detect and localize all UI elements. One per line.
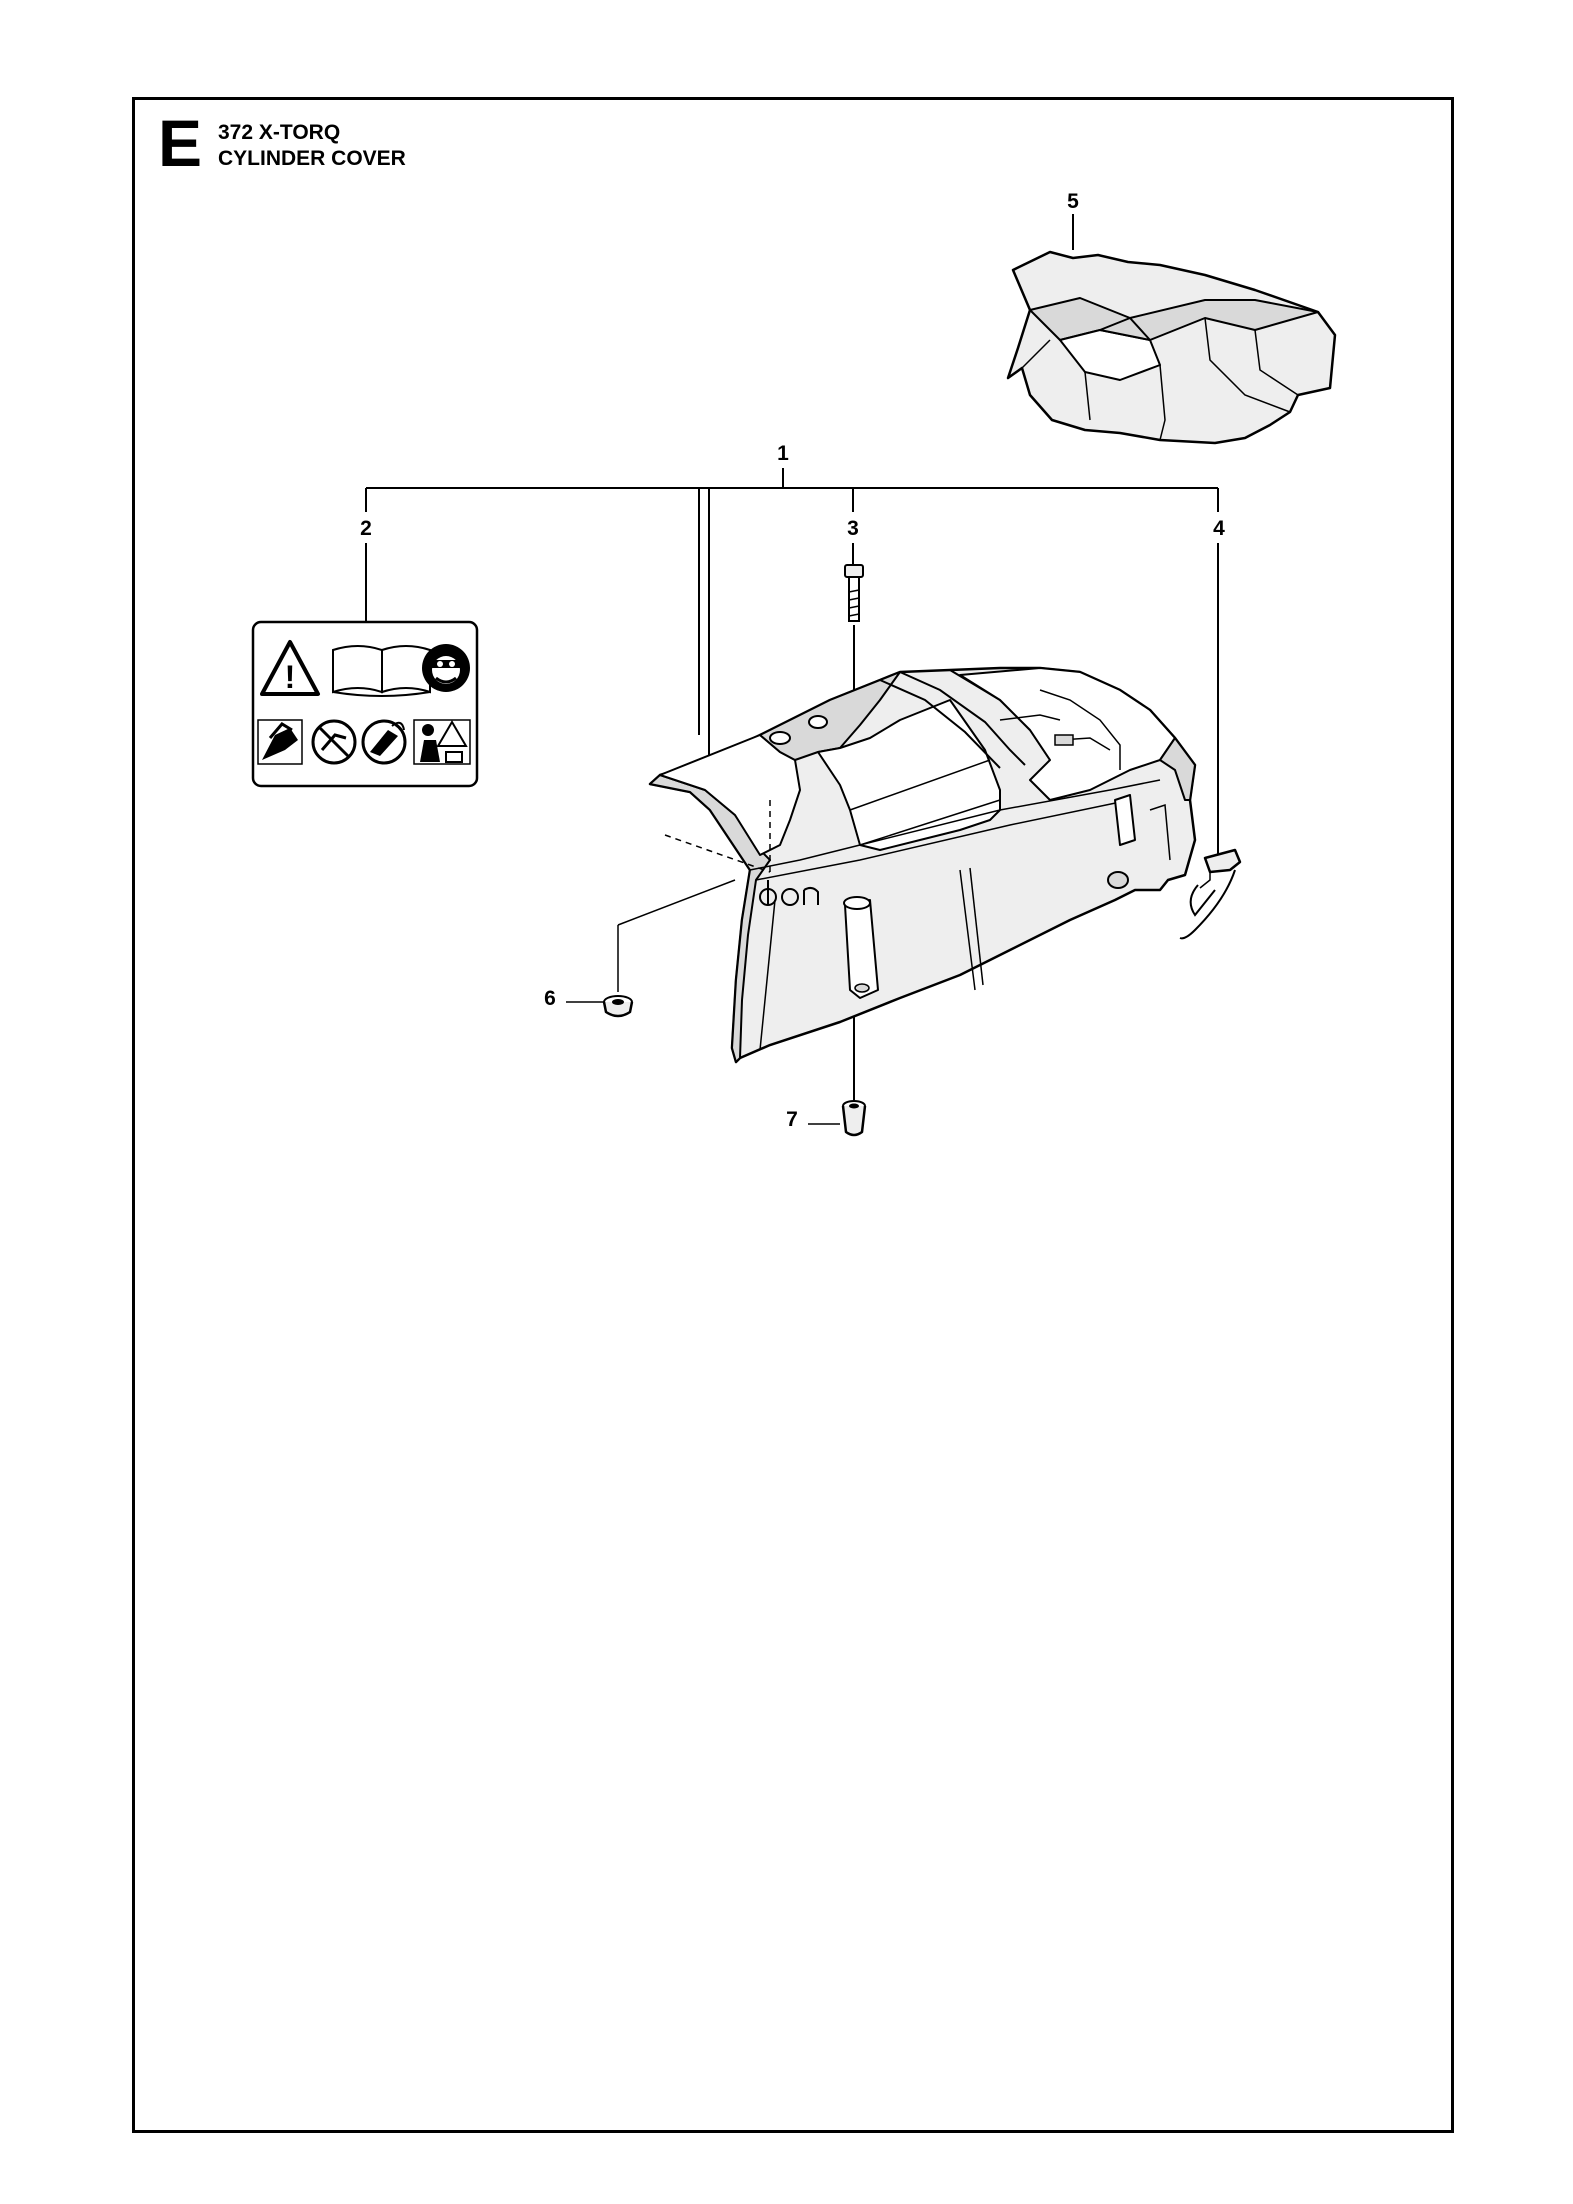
callout-1: 1 xyxy=(777,442,789,465)
model-name: 372 X-TORQ xyxy=(218,121,341,144)
no-one-hand-icon xyxy=(311,719,357,765)
callout-4: 4 xyxy=(1213,517,1225,540)
cover-emboss-marks xyxy=(759,880,819,906)
part-1-cylinder-cover xyxy=(648,666,1197,1064)
part-6-grommet xyxy=(602,995,634,1018)
section-letter: E xyxy=(158,106,203,180)
callout-5: 5 xyxy=(1067,190,1079,213)
callout-7: 7 xyxy=(786,1108,798,1131)
assembly-name: CYLINDER COVER xyxy=(218,147,406,170)
warning-triangle-icon: ! xyxy=(260,640,320,696)
part-4-clip xyxy=(1179,848,1242,940)
callout-2: 2 xyxy=(360,517,372,540)
part-3-screw xyxy=(844,564,864,622)
warning-exclamation: ! xyxy=(285,659,296,695)
part-5-cover-top xyxy=(1006,250,1337,445)
callout-3: 3 xyxy=(847,517,859,540)
callout-6: 6 xyxy=(544,987,556,1010)
manual-book-icon xyxy=(332,645,431,697)
page-frame xyxy=(132,97,1454,2133)
title-block: 372 X-TORQ CYLINDER COVER xyxy=(218,120,406,172)
part-2-warning-decal: ! xyxy=(251,620,479,788)
kickback-icon xyxy=(361,719,407,765)
operator-warning-icon xyxy=(413,719,471,765)
part-7-sleeve xyxy=(841,1100,867,1137)
protective-gear-icon xyxy=(422,644,470,692)
two-hand-grip-icon xyxy=(257,719,303,765)
